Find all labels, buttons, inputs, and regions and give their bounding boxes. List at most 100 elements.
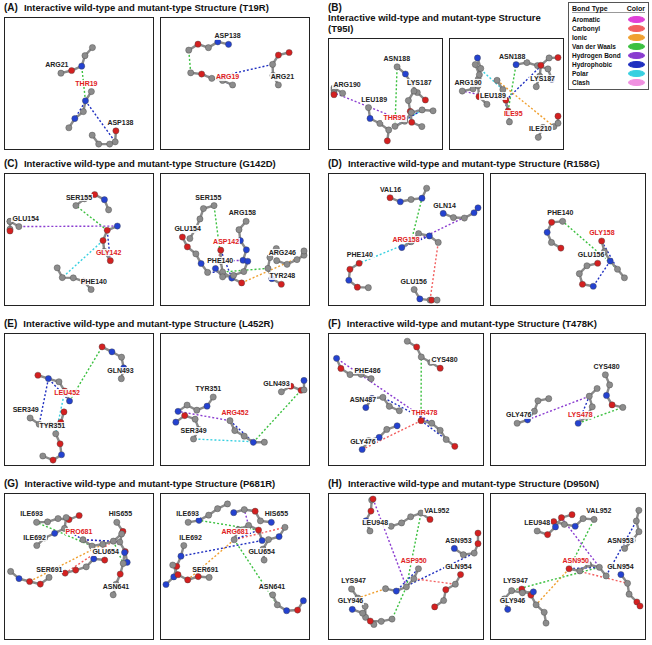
- interaction-lines: [563, 221, 618, 286]
- interaction-lines: [334, 67, 422, 130]
- atoms: [544, 218, 627, 289]
- atoms: [346, 185, 481, 303]
- residue-label: ASP138: [106, 119, 134, 127]
- legend-row: Ionic: [572, 33, 645, 42]
- atom: [120, 560, 126, 566]
- atom: [450, 214, 456, 220]
- atom: [109, 349, 115, 355]
- atom: [580, 515, 586, 521]
- atom: [179, 234, 185, 240]
- atom: [363, 404, 369, 410]
- interaction-lines: [178, 390, 301, 442]
- atom: [555, 113, 561, 119]
- atom: [475, 530, 481, 536]
- atom: [270, 592, 276, 598]
- legend-text: Hydrogen Bond: [572, 52, 621, 59]
- atom: [224, 501, 230, 507]
- covalent-bond: [605, 375, 622, 408]
- covalent-bond: [166, 545, 184, 584]
- panel-title: Interactive wild-type and mutant-type St…: [347, 319, 597, 330]
- residue-label: PHE140: [546, 209, 574, 217]
- atom: [441, 597, 447, 603]
- residue-label: ILE692: [178, 534, 203, 542]
- residue-label: VAL16: [379, 186, 402, 194]
- atom: [110, 538, 116, 544]
- atom: [270, 61, 276, 67]
- residue-label: GLN954: [606, 563, 634, 571]
- structure-illustration: [491, 174, 645, 305]
- interaction-line: [253, 390, 301, 442]
- atom: [100, 541, 106, 547]
- residue-label: SER691: [191, 566, 219, 574]
- residue-label: ARG246: [268, 249, 297, 257]
- residue-label: PHE140: [206, 257, 234, 265]
- atom: [415, 566, 421, 572]
- atom: [211, 202, 217, 208]
- interaction-line: [19, 225, 118, 227]
- atom: [58, 452, 64, 458]
- atom: [622, 545, 628, 551]
- residue-label: SER349: [12, 406, 40, 414]
- atom: [114, 519, 120, 525]
- atom: [397, 199, 403, 205]
- atom: [419, 123, 425, 129]
- atom: [368, 376, 374, 382]
- atom: [484, 101, 490, 107]
- atom: [474, 55, 480, 61]
- interaction-line: [593, 261, 610, 286]
- atom: [549, 219, 555, 225]
- atom: [546, 55, 552, 61]
- atom: [555, 54, 561, 60]
- residue-label: GLN493: [262, 380, 290, 388]
- covalent-bond: [117, 522, 127, 562]
- atom: [34, 542, 40, 548]
- atom: [243, 247, 249, 253]
- panel-header: (G)Interactive wild-type and mutant-type…: [4, 478, 310, 490]
- atoms: [501, 507, 643, 626]
- atom: [184, 402, 190, 408]
- atom: [576, 271, 582, 277]
- structure-box: VAL952LEU948ASN953ASN950GLN954LYS947GLY9…: [490, 493, 646, 640]
- atom: [584, 263, 590, 269]
- legend-swatch: [628, 43, 645, 50]
- atom: [112, 139, 118, 145]
- atom: [356, 260, 362, 266]
- atom: [558, 515, 564, 521]
- atom: [186, 47, 192, 53]
- atom: [178, 553, 184, 559]
- interaction-line: [65, 541, 113, 573]
- atom: [301, 377, 307, 383]
- atom: [192, 416, 198, 422]
- panel-title: Interactive wild-type and mutant-type St…: [24, 3, 269, 14]
- atom: [63, 514, 69, 520]
- covalent-bond: [190, 206, 214, 239]
- atom: [35, 372, 41, 378]
- legend-row: Aromatic: [572, 15, 645, 24]
- atom: [418, 417, 424, 423]
- atom: [79, 63, 85, 69]
- atom: [27, 578, 33, 584]
- atom: [633, 518, 639, 524]
- residue-label: CYS480: [592, 363, 620, 371]
- atom: [404, 338, 410, 344]
- atom: [437, 365, 443, 371]
- atoms: [7, 191, 121, 292]
- atom: [259, 537, 265, 543]
- panel-header: (D)Interactive wild-type and mutant-type…: [328, 158, 646, 170]
- residue-label: GLY158: [588, 229, 615, 237]
- legend-row: Clash: [572, 78, 645, 87]
- residue-label: ASN641: [102, 583, 130, 591]
- atom: [80, 537, 86, 543]
- interaction-lines: [462, 58, 554, 127]
- atom: [367, 528, 373, 534]
- atom: [422, 97, 428, 103]
- bonds: [10, 194, 117, 289]
- atom: [607, 382, 613, 388]
- atom: [544, 531, 550, 537]
- residue-label: THR95: [382, 114, 406, 122]
- atom: [175, 408, 181, 414]
- residue-label: THR19: [74, 80, 98, 88]
- atom: [58, 70, 64, 76]
- atom: [243, 218, 249, 224]
- residue-label: ASP950: [400, 557, 428, 565]
